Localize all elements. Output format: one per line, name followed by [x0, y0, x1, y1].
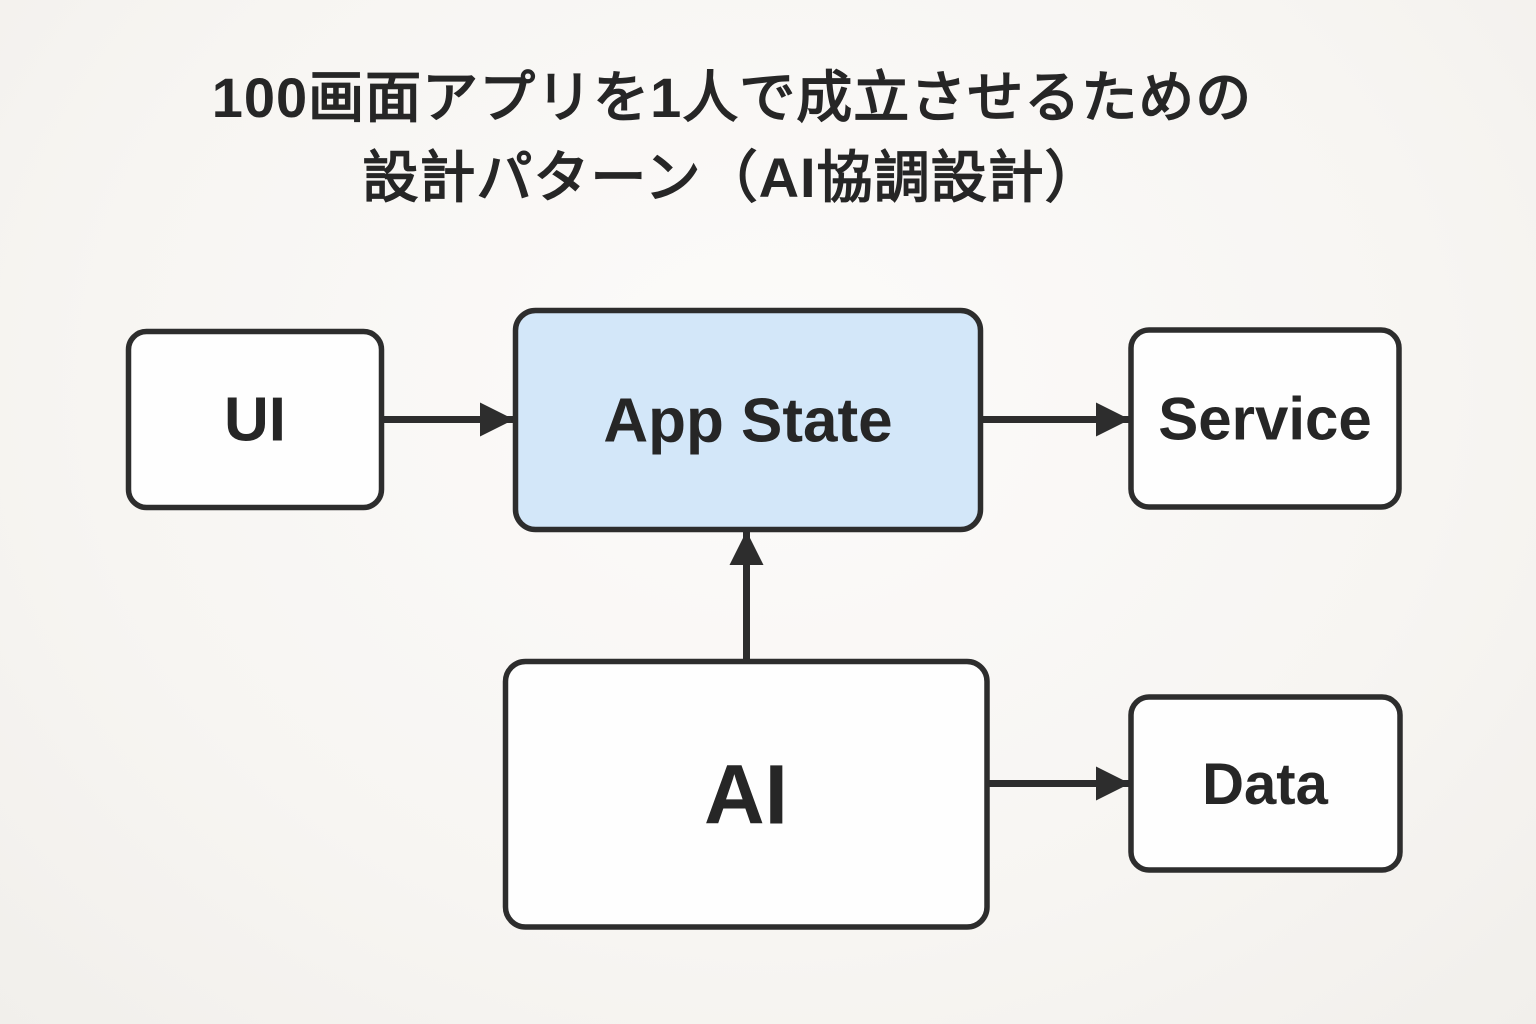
node-ai-box [502, 658, 990, 930]
node-data: Data [1128, 694, 1403, 873]
node-ui-box [125, 328, 385, 511]
node-data-box [1128, 694, 1403, 873]
node-app-state: App State [512, 307, 984, 533]
node-ai-label: AI [704, 747, 788, 841]
page-title-line1: 100画面アプリを1人で成立させるための [211, 66, 1253, 129]
page-title: 100画面アプリを1人で成立させるための 設計パターン（AI協調設計） [0, 58, 1464, 218]
node-app-state-label: App State [603, 387, 892, 456]
node-service-box [1128, 327, 1402, 510]
page-title-line2: 設計パターン（AI協調設計） [362, 146, 1102, 209]
node-data-label: Data [1202, 752, 1328, 817]
node-service: Service [1128, 327, 1402, 510]
node-ai: AI [502, 658, 990, 930]
node-service-label: Service [1158, 386, 1372, 453]
node-ui: UI [125, 328, 385, 511]
node-app-state-box [512, 307, 984, 533]
node-ui-label: UI [224, 386, 286, 455]
